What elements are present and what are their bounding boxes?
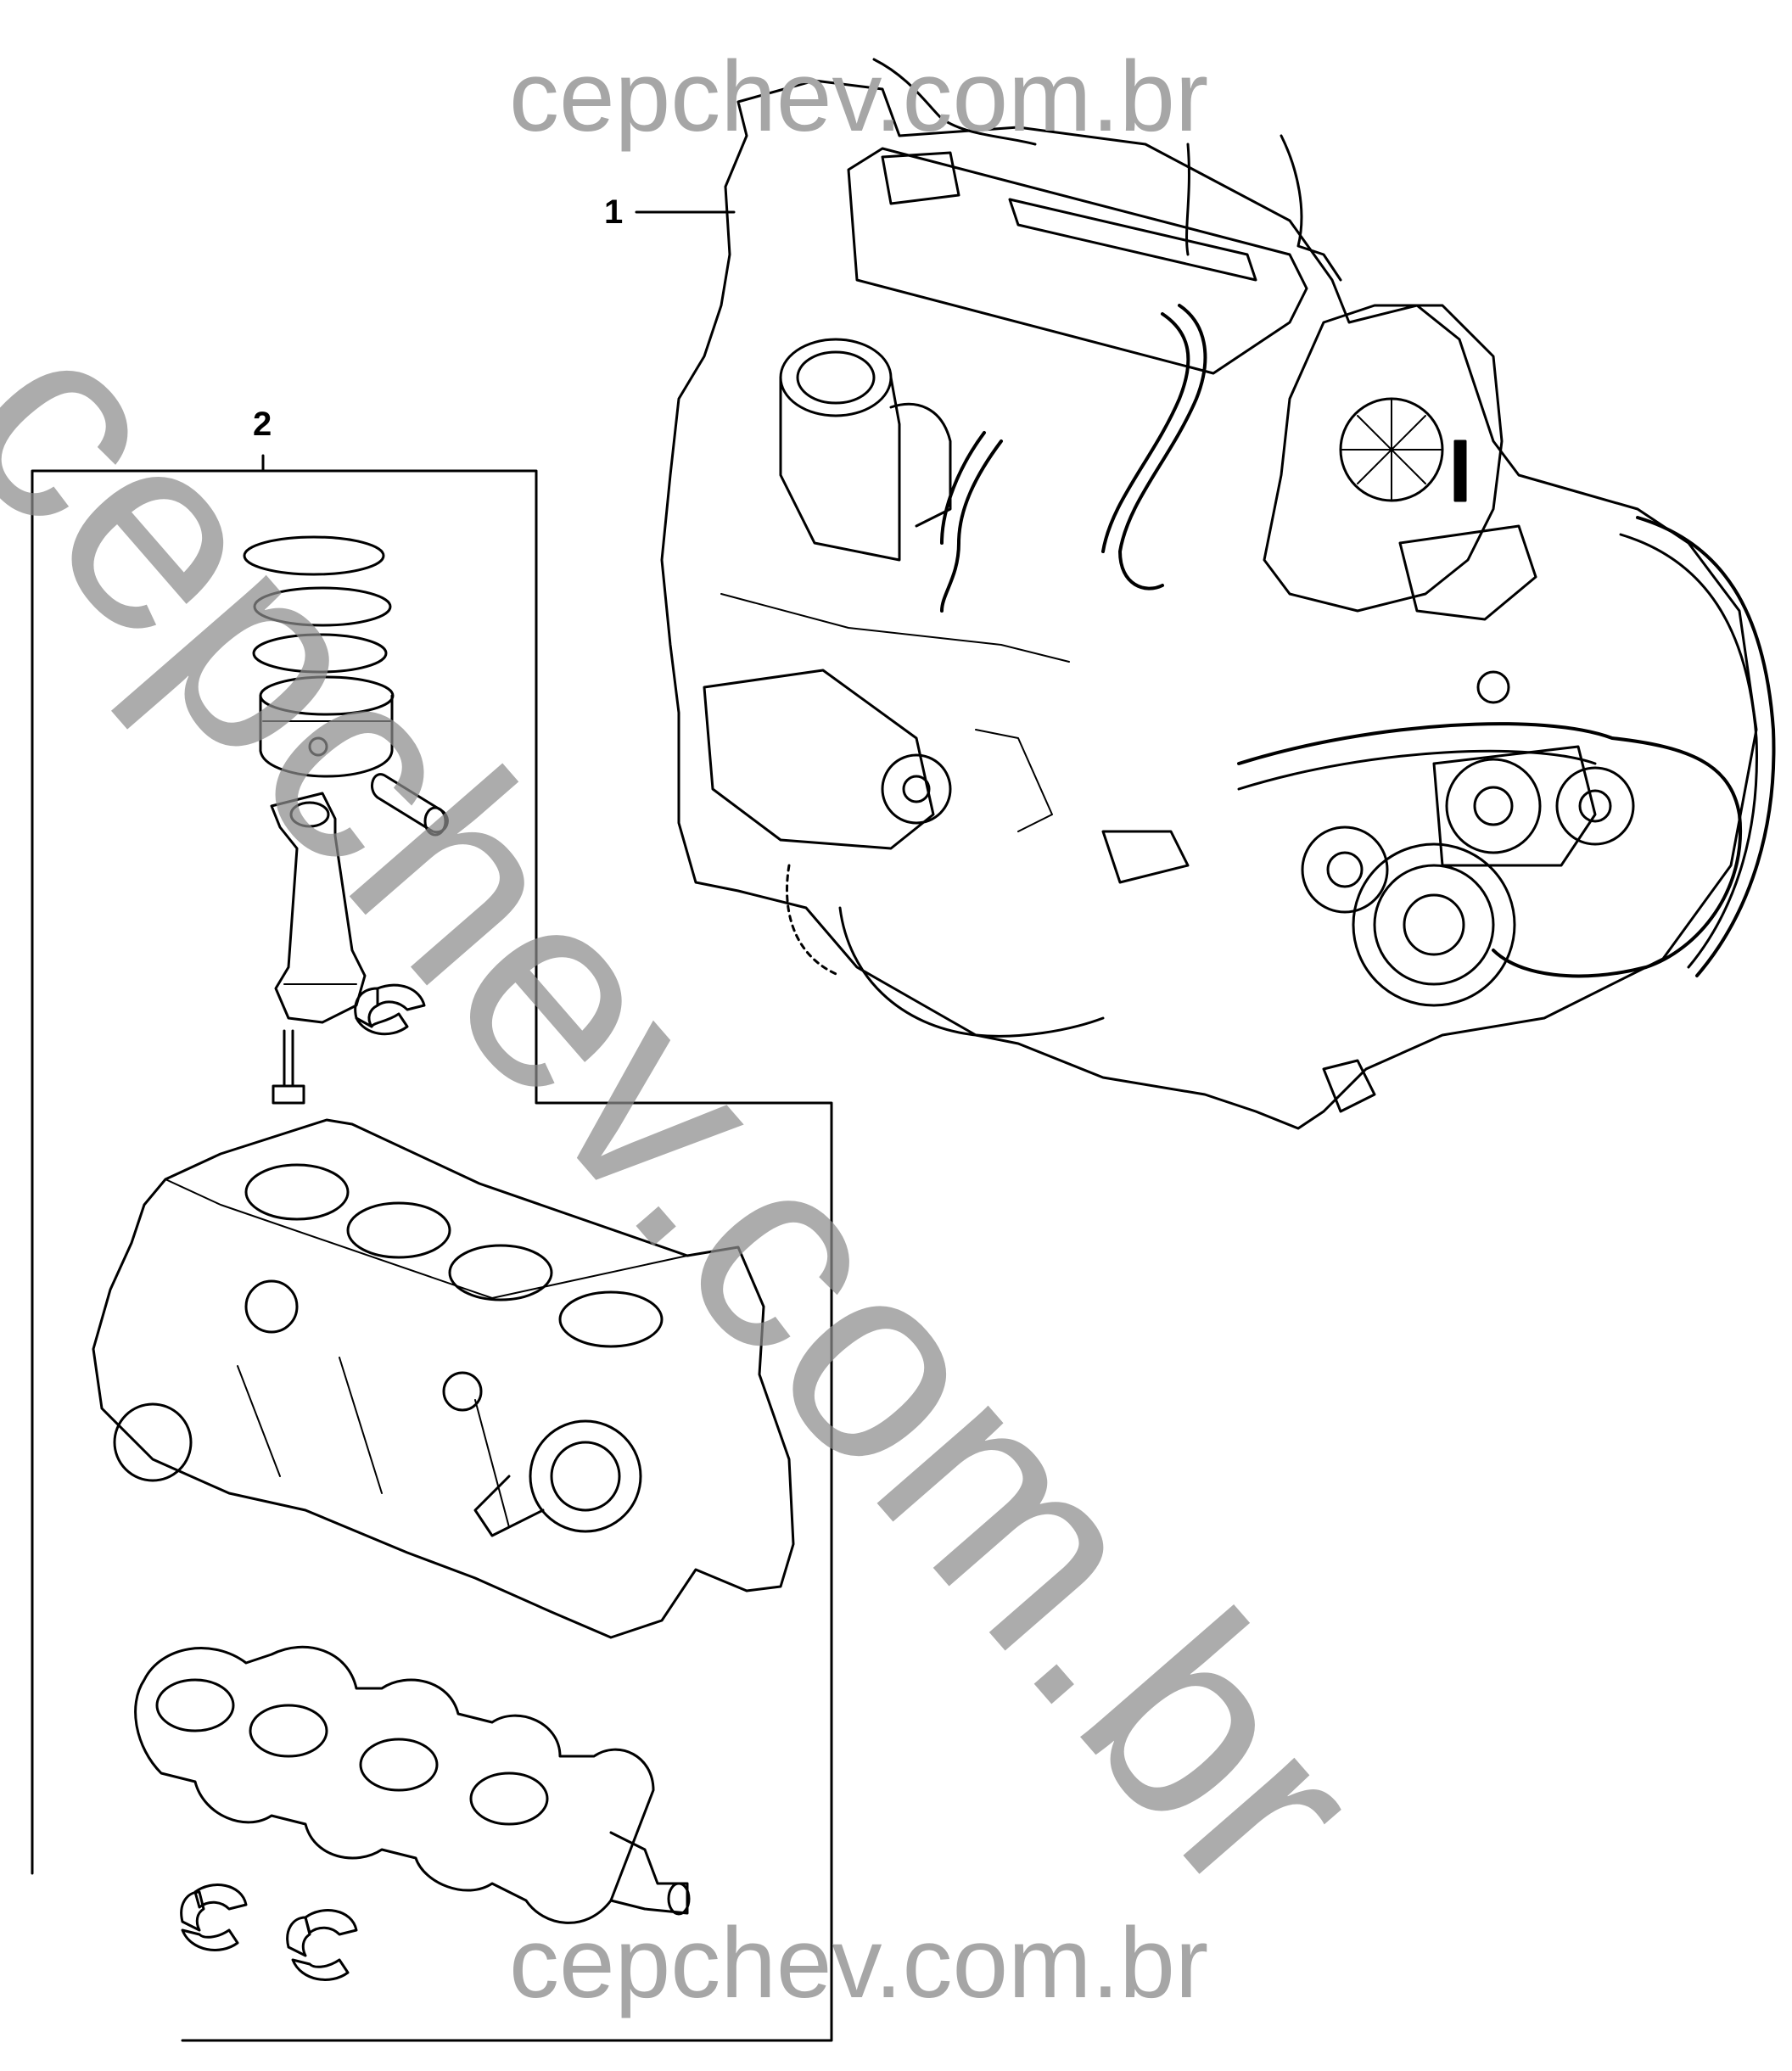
connecting-rod-bearings (354, 983, 426, 1036)
piston-ring-set (243, 535, 392, 674)
watermark-top: cepchev.com.br (509, 41, 1209, 153)
piston-pin (371, 773, 449, 837)
piston (259, 675, 395, 778)
complete-engine-assembly (660, 58, 1776, 1130)
cylinder-block (92, 1118, 795, 1639)
main-bearings (180, 1883, 358, 1981)
callout-2-label: 2 (253, 406, 272, 443)
watermark-bottom: cepchev.com.br (509, 1907, 1209, 2019)
kit-boundary-outline (31, 454, 833, 2042)
callout-1-label: 1 (604, 193, 624, 231)
connecting-rod-bolt (272, 1029, 305, 1105)
crankshaft (134, 1645, 691, 1924)
connecting-rod (270, 792, 367, 1024)
